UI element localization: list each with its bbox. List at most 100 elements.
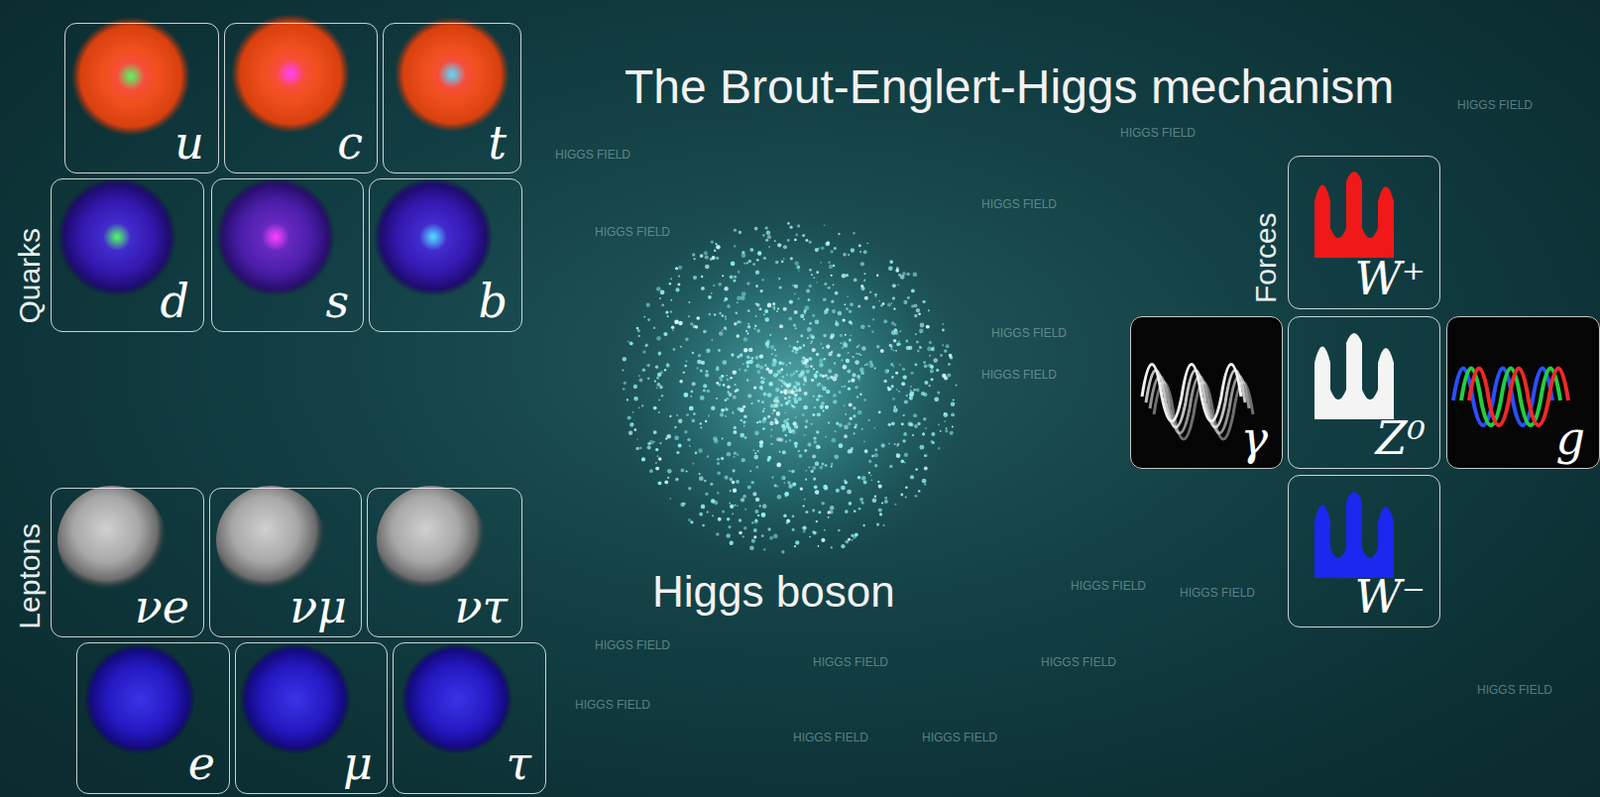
watermark: HIGGS FIELD — [555, 148, 631, 163]
cloud-dot — [795, 327, 798, 330]
cloud-dot — [765, 317, 770, 322]
cloud-dot — [751, 539, 756, 544]
cloud-dot — [840, 544, 845, 549]
cloud-dot — [895, 371, 899, 375]
cloud-dot — [850, 378, 855, 383]
cloud-dot — [738, 518, 743, 523]
cloud-dot — [815, 430, 819, 434]
cloud-dot — [908, 345, 913, 350]
cloud-dot — [732, 395, 737, 400]
cloud-dot — [861, 428, 864, 431]
cloud-dot — [911, 288, 915, 293]
cloud-dot — [888, 442, 891, 445]
cloud-dot — [792, 528, 796, 532]
cloud-dot — [842, 404, 845, 407]
particle-symbol: u — [174, 117, 205, 169]
cloud-dot — [795, 445, 799, 449]
quark-spheres — [57, 13, 510, 297]
cloud-dot — [655, 461, 658, 464]
cloud-dot — [684, 430, 687, 434]
cloud-dot — [786, 364, 789, 367]
cloud-dot — [914, 494, 917, 498]
cloud-dot — [874, 495, 877, 498]
cloud-dot — [710, 339, 713, 342]
cloud-dot — [794, 393, 799, 398]
cloud-dot — [815, 520, 818, 523]
cloud-dot — [649, 468, 654, 473]
cloud-dot — [746, 364, 750, 368]
cloud-dot — [684, 392, 689, 398]
cloud-dot — [659, 442, 662, 445]
cloud-dot — [687, 301, 690, 304]
cloud-dot — [923, 380, 928, 385]
cloud-dot — [702, 383, 707, 388]
cloud-dot — [699, 395, 705, 401]
cloud-dot — [781, 424, 786, 429]
cloud-dot — [695, 366, 698, 369]
cloud-dot — [702, 330, 707, 335]
cloud-dot — [859, 497, 864, 502]
cloud-dot — [789, 361, 792, 364]
cloud-dot — [653, 327, 656, 330]
cloud-dot — [812, 395, 815, 398]
cloud-dot — [825, 308, 829, 312]
cloud-dot — [726, 385, 730, 389]
cloud-dot — [829, 249, 834, 254]
cloud-dot — [688, 445, 691, 448]
cloud-dot — [736, 407, 741, 412]
cloud-dot — [735, 479, 740, 484]
group-label: Forces — [1249, 212, 1284, 304]
particle-box: u — [64, 22, 220, 174]
cloud-dot — [695, 316, 700, 321]
cloud-dot — [772, 305, 776, 309]
cloud-dot — [927, 363, 932, 368]
cloud-dot — [848, 501, 853, 506]
cloud-dot — [893, 443, 896, 446]
cloud-dot — [838, 390, 842, 394]
cloud-dot — [928, 354, 931, 357]
cloud-dot — [763, 392, 768, 397]
cloud-dot — [847, 253, 850, 256]
cloud-dot — [733, 426, 737, 430]
cloud-dot — [911, 371, 915, 375]
cloud-dot — [904, 453, 909, 458]
cloud-dot — [876, 274, 879, 277]
cloud-dot — [802, 504, 805, 507]
cloud-dot — [842, 364, 848, 370]
cloud-dot — [698, 512, 703, 517]
cloud-dot — [830, 300, 834, 304]
cloud-dot — [790, 403, 793, 406]
cloud-dot — [887, 388, 891, 392]
cloud-dot — [817, 545, 820, 548]
cloud-dot — [725, 377, 729, 381]
particle-box: W⁻ — [1287, 474, 1441, 628]
cloud-dot — [834, 322, 839, 327]
cloud-dot — [635, 447, 639, 451]
cloud-dot — [799, 454, 803, 458]
cloud-dot — [941, 343, 944, 346]
cloud-dot — [659, 297, 662, 300]
cloud-dot — [827, 286, 831, 290]
cloud-dot — [644, 344, 647, 347]
cloud-dot — [741, 457, 746, 462]
cloud-dot — [818, 362, 824, 368]
cloud-dot — [904, 461, 907, 464]
cloud-dot — [631, 423, 634, 426]
cloud-dot — [828, 264, 833, 269]
cloud-dot — [633, 428, 637, 432]
cloud-dot — [779, 451, 782, 454]
cloud-dot — [921, 300, 925, 304]
cloud-dot — [691, 252, 695, 256]
cloud-dot — [713, 249, 716, 252]
cloud-dot — [822, 409, 825, 412]
cloud-dot — [721, 510, 725, 514]
cloud-dot — [661, 394, 665, 398]
cloud-dot — [632, 411, 635, 414]
cloud-dot — [833, 430, 836, 433]
cloud-dot — [742, 420, 746, 424]
cloud-dot — [813, 373, 818, 378]
cloud-dot — [629, 341, 634, 345]
cloud-dot — [718, 331, 724, 337]
cloud-dot — [647, 318, 651, 322]
